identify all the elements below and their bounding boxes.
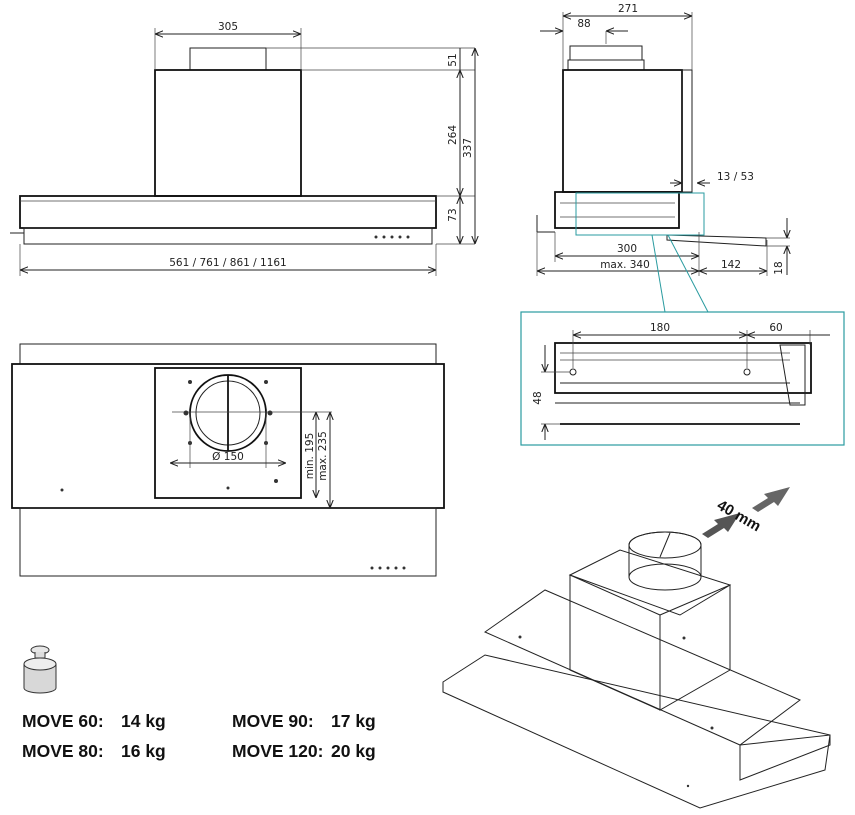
dim-180: 180 <box>650 322 670 334</box>
dim-73: 73 <box>447 208 459 221</box>
bottom-view: Ø 150 min. 195 max. 235 <box>11 343 445 577</box>
dim-duct-diameter: Ø 150 <box>212 451 244 463</box>
dim-142: 142 <box>721 259 741 271</box>
weight-item: MOVE 120:20 kg <box>232 740 376 761</box>
dim-337: 337 <box>462 138 474 158</box>
weight-item: MOVE 90:17 kg <box>232 710 376 731</box>
weight-item: MOVE 80:16 kg <box>22 740 166 761</box>
dim-overall-widths: 561 / 761 / 861 / 1161 <box>169 257 286 269</box>
dim-13-53: 13 / 53 <box>717 171 754 183</box>
dim-18: 18 <box>773 261 785 274</box>
detail-view: 180 60 48 <box>520 311 845 446</box>
weight-item: MOVE 60:14 kg <box>22 710 166 731</box>
dim-60: 60 <box>769 322 782 334</box>
arrow-right-icon <box>752 487 790 512</box>
dim-max-340: max. 340 <box>600 259 650 271</box>
dim-51: 51 <box>447 53 459 66</box>
arrow-left-icon <box>702 513 740 538</box>
dim-300: 300 <box>617 243 637 255</box>
weight-icon <box>23 645 57 694</box>
front-view: 305 51 264 337 73 561 / 761 / 861 / 1161 <box>10 21 475 276</box>
dim-88: 88 <box>577 18 590 30</box>
iso-view: 40 mm <box>442 487 831 809</box>
dim-271: 271 <box>618 3 638 15</box>
dim-305: 305 <box>218 21 238 33</box>
weights-table: MOVE 60:14 kg MOVE 90:17 kg MOVE 80:16 k… <box>22 706 442 766</box>
dim-264: 264 <box>447 125 459 145</box>
dim-48: 48 <box>532 391 544 404</box>
side-view: 271 88 13 / 53 300 max. 340 142 18 <box>536 3 790 313</box>
dim-max-235: max. 235 <box>317 431 329 481</box>
dim-min-195: min. 195 <box>304 433 316 480</box>
